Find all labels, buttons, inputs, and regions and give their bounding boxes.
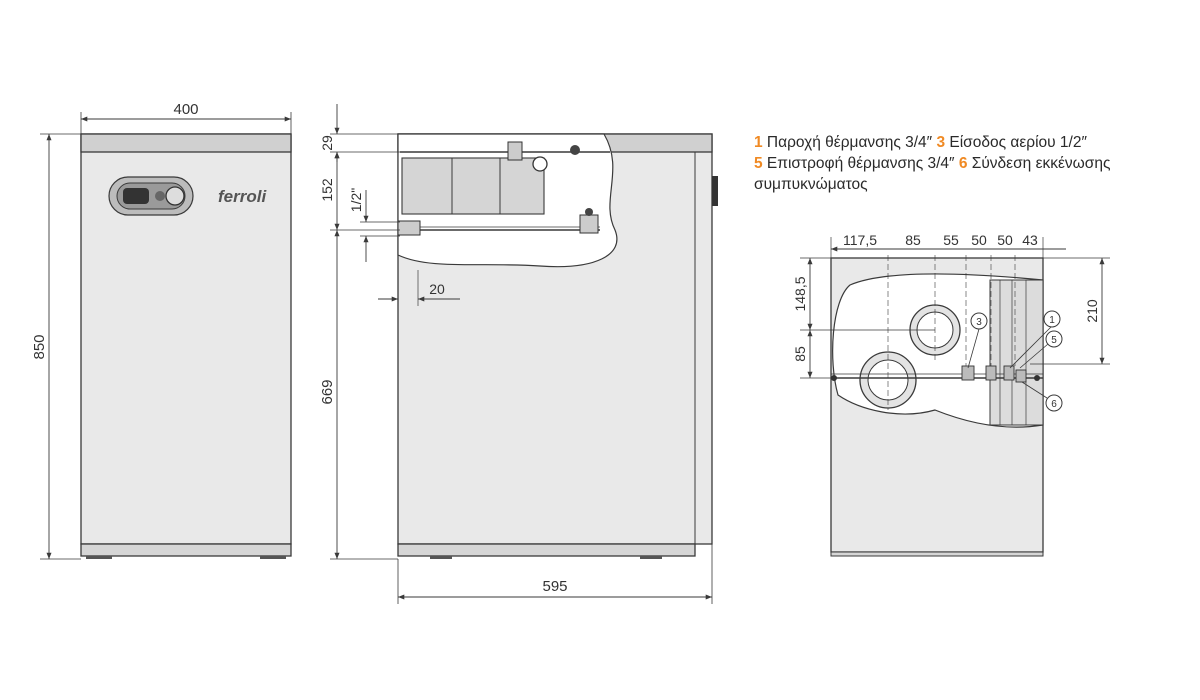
connections-legend: 1 Παροχή θέρμανσης 3/4″ 3 Είσοδος αερίου… bbox=[754, 132, 1184, 195]
callout-1: 1 bbox=[1049, 315, 1055, 326]
side-dim-20: 20 bbox=[429, 281, 445, 297]
top-dim-117-5: 117,5 bbox=[843, 232, 877, 248]
legend-num-1: 1 bbox=[754, 134, 763, 151]
top-dim-210: 210 bbox=[1084, 299, 1100, 323]
legend-num-3: 3 bbox=[936, 134, 946, 151]
brand-logo: ferroli bbox=[218, 187, 267, 206]
top-view: 117,5 85 55 50 50 43 148,5 85 210 3 1 5 … bbox=[792, 232, 1110, 557]
callout-3: 3 bbox=[976, 317, 982, 328]
top-dim-85b: 85 bbox=[792, 346, 808, 362]
side-view: 29 152 1/2" 669 20 595 bbox=[319, 104, 718, 604]
front-view: ferroli 400 850 bbox=[31, 101, 292, 560]
front-height-label: 850 bbox=[31, 334, 48, 359]
front-top-cap bbox=[80, 133, 292, 153]
legend-line-1: 1 Παροχή θέρμανσης 3/4″ 3 Είσοδος αερίου… bbox=[754, 132, 1184, 153]
legend-text-1: Παροχή θέρμανσης 3/4″ bbox=[762, 134, 937, 151]
top-dim-55: 55 bbox=[943, 232, 959, 248]
callout-6: 6 bbox=[1051, 399, 1057, 410]
legend-text-5: Επιστροφή θέρμανσης 3/4″ bbox=[762, 155, 959, 172]
top-dim-43: 43 bbox=[1022, 232, 1038, 248]
control-panel bbox=[108, 176, 194, 216]
top-dim-148-5: 148,5 bbox=[792, 276, 808, 311]
top-dim-85a: 85 bbox=[905, 232, 921, 248]
callout-5: 5 bbox=[1051, 335, 1057, 346]
side-dim-29: 29 bbox=[319, 135, 335, 151]
legend-line-2: 5 Επιστροφή θέρμανσης 3/4″ 6 Σύνδεση εκκ… bbox=[754, 153, 1184, 195]
side-dim-half-inch: 1/2" bbox=[348, 188, 364, 212]
legend-num-6: 6 bbox=[958, 155, 968, 172]
side-depth-label: 595 bbox=[542, 578, 567, 595]
front-base bbox=[80, 543, 292, 557]
side-dim-152: 152 bbox=[319, 178, 335, 202]
legend-num-5: 5 bbox=[754, 155, 763, 172]
top-dim-50a: 50 bbox=[971, 232, 987, 248]
legend-text-3: Είσοδος αερίου 1/2″ bbox=[945, 134, 1087, 151]
top-dim-50b: 50 bbox=[997, 232, 1013, 248]
side-dim-669: 669 bbox=[319, 379, 336, 404]
legend-text-6: Σύνδεση εκκένωσης συμπυκνώματος bbox=[754, 155, 1111, 193]
front-width-label: 400 bbox=[173, 101, 198, 118]
